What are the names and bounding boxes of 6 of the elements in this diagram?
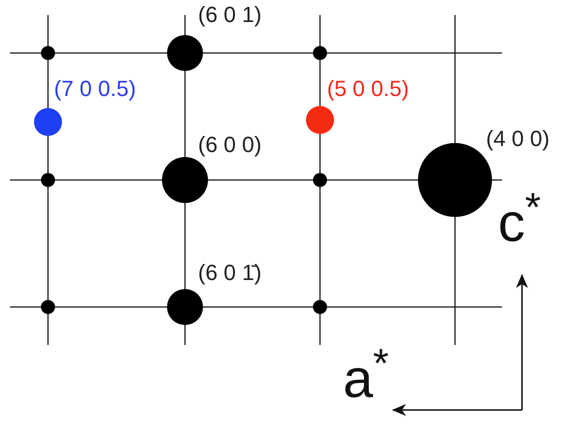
miller-index-label: (5 0 0.5): [327, 78, 409, 100]
miller-index-label: (6 0 0): [198, 134, 262, 156]
miller-index-label: (6 0 1): [198, 4, 262, 26]
miller-index-label: (7 0 0.5): [54, 78, 136, 100]
miller-index-label: (4 0 0): [486, 128, 550, 150]
miller-index-label: (6 0 1̄): [198, 262, 262, 284]
